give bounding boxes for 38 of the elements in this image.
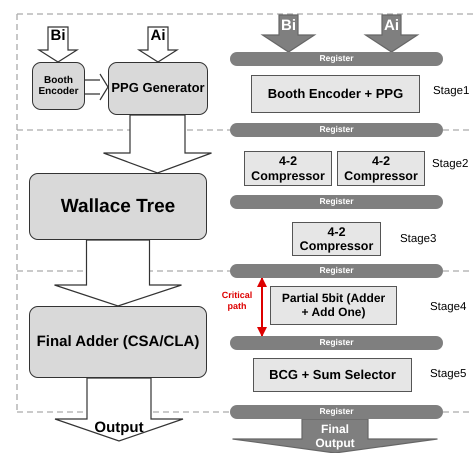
register-bar: Register xyxy=(230,264,443,278)
block-arrow xyxy=(36,26,80,63)
stage-box: BCG + Sum Selector xyxy=(253,358,412,392)
register-bar: Register xyxy=(230,405,443,419)
stage-label: Stage3 xyxy=(400,233,436,245)
edge-label: Critical path xyxy=(220,290,254,312)
stage-label: Stage2 xyxy=(432,158,468,170)
block-arrow xyxy=(363,14,420,53)
process-box: Booth Encoder xyxy=(32,62,85,110)
stage-box: Booth Encoder + PPG xyxy=(251,75,420,113)
stage-box: 4-2 Compressor xyxy=(337,151,425,186)
output-label: Final Output xyxy=(300,420,370,453)
block-arrow xyxy=(54,239,182,307)
block-arrow xyxy=(102,114,212,174)
stage-label: Stage4 xyxy=(430,301,466,313)
arrow xyxy=(257,277,267,337)
stage-box: 4-2 Compressor xyxy=(292,222,381,256)
stage-box: Partial 5bit (Adder + Add One) xyxy=(270,286,397,325)
block-arrow xyxy=(260,14,317,53)
output-label: Output xyxy=(85,419,153,441)
register-bar: Register xyxy=(230,336,443,350)
input-label: Bi xyxy=(279,15,298,37)
stage-label: Stage5 xyxy=(430,368,466,380)
block-arrow xyxy=(54,377,184,442)
register-bar: Register xyxy=(230,195,443,209)
stage-label: Stage1 xyxy=(433,85,470,97)
input-label: Bi xyxy=(48,27,68,45)
input-label: Ai xyxy=(148,27,168,45)
block-arrow xyxy=(84,73,109,101)
register-bar: Register xyxy=(230,123,443,137)
block-arrow xyxy=(136,26,180,63)
block-arrow xyxy=(232,418,438,453)
process-box: PPG Generator xyxy=(108,62,208,115)
register-bar: Register xyxy=(230,52,443,66)
input-label: Ai xyxy=(382,15,401,37)
process-box: Wallace Tree xyxy=(29,173,207,240)
stage-box: 4-2 Compressor xyxy=(244,151,332,186)
process-box: Final Adder (CSA/CLA) xyxy=(29,306,207,378)
